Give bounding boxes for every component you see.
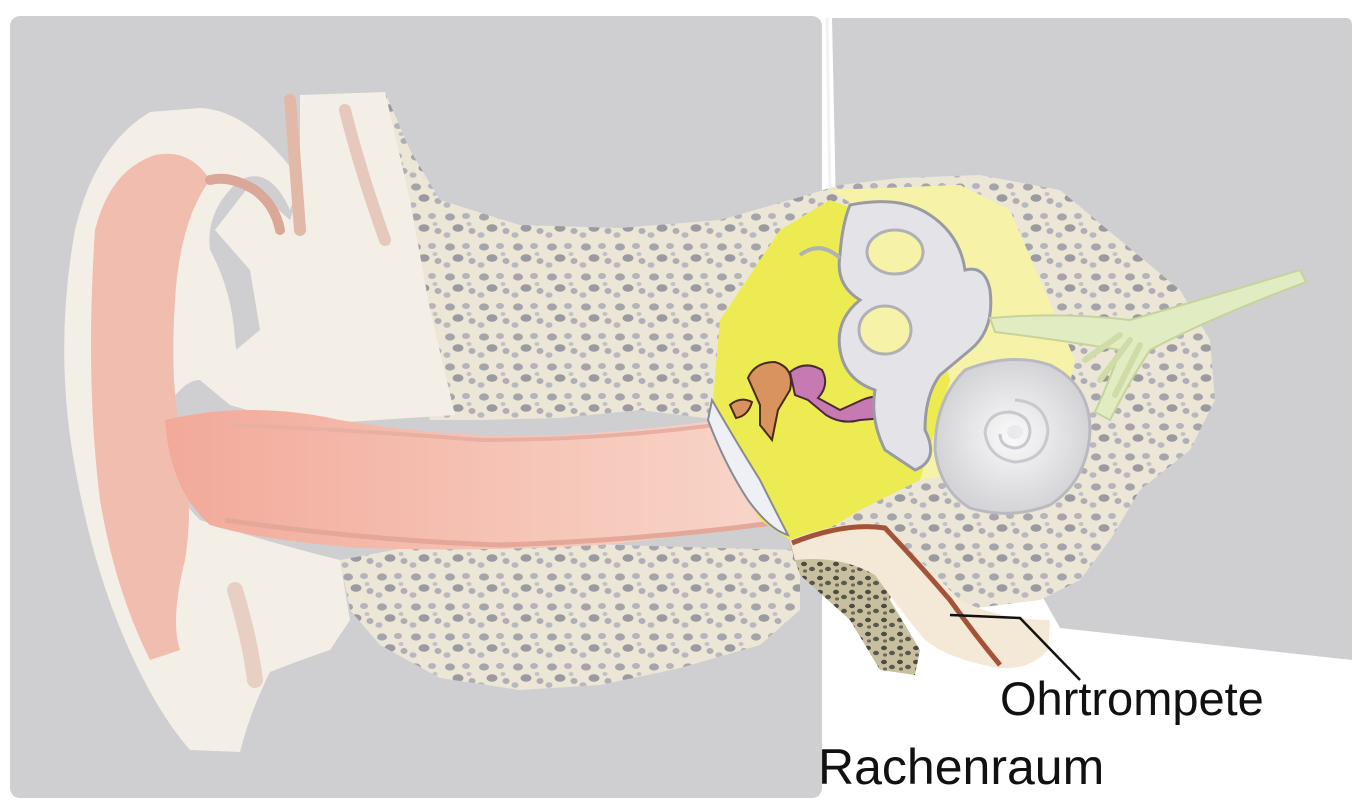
label-ohrtrompete: Ohrtrompete <box>1000 675 1264 722</box>
canal-loop-2 <box>859 306 911 354</box>
cochlea-apex <box>1007 425 1023 439</box>
canal-loop-1 <box>867 230 923 274</box>
panel-seam-line <box>827 18 830 200</box>
label-rachenraum: Rachenraum <box>818 742 1104 792</box>
